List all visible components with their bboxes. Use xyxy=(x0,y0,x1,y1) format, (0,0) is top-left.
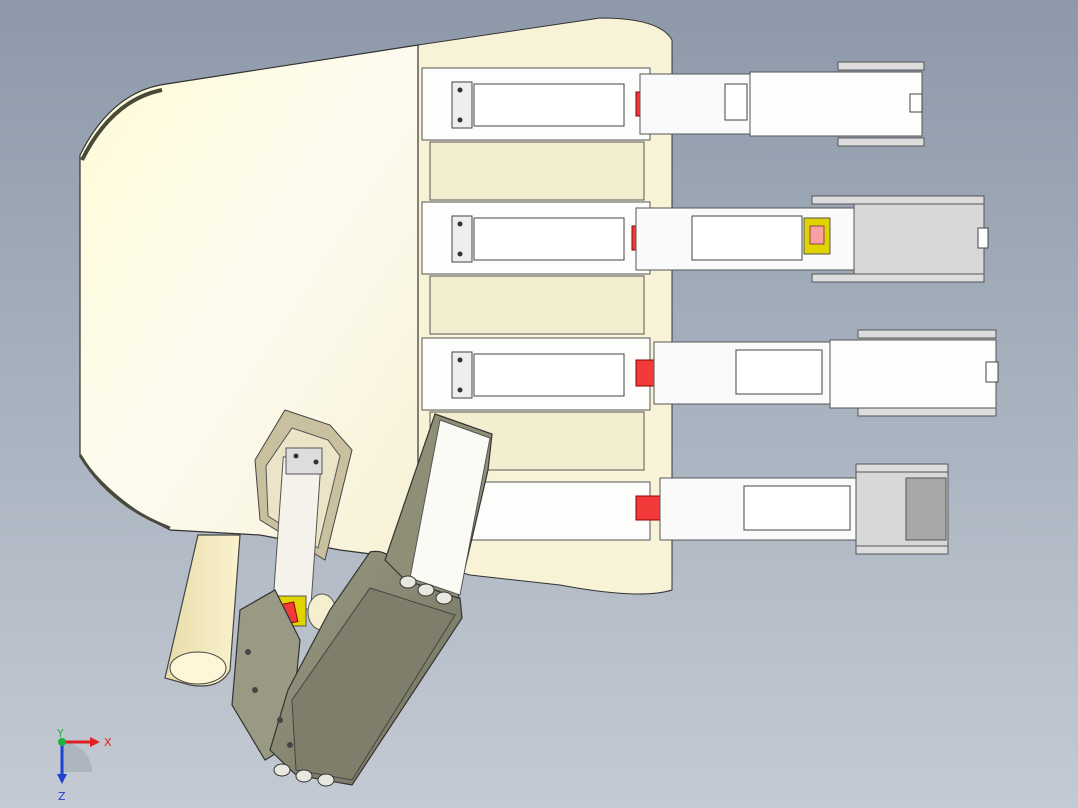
finger-3[interactable] xyxy=(421,329,999,417)
finger-1[interactable] xyxy=(421,61,925,147)
knuckle-dividers xyxy=(429,141,645,471)
palm-edge-shadow xyxy=(80,88,163,161)
finger-1-distal xyxy=(749,71,923,137)
finger-4[interactable] xyxy=(469,463,949,555)
coordinate-triad: X Y Z xyxy=(56,727,112,803)
axis-label-z: Z xyxy=(58,790,66,803)
palm-body xyxy=(79,44,419,561)
palm-bottom-edge xyxy=(78,454,171,530)
finger-4-proximal xyxy=(469,481,651,541)
finger-3-distal xyxy=(829,339,997,409)
finger-2[interactable] xyxy=(421,195,989,283)
finger-2-distal xyxy=(853,203,985,275)
thumb-hinge-knuckles xyxy=(273,575,453,787)
axis-label-y: Y xyxy=(56,727,64,740)
axis-label-x: X xyxy=(104,736,112,749)
thumb-assembly[interactable] xyxy=(164,409,493,787)
thumb-base-pad xyxy=(164,534,241,687)
triad-origin xyxy=(58,738,66,746)
